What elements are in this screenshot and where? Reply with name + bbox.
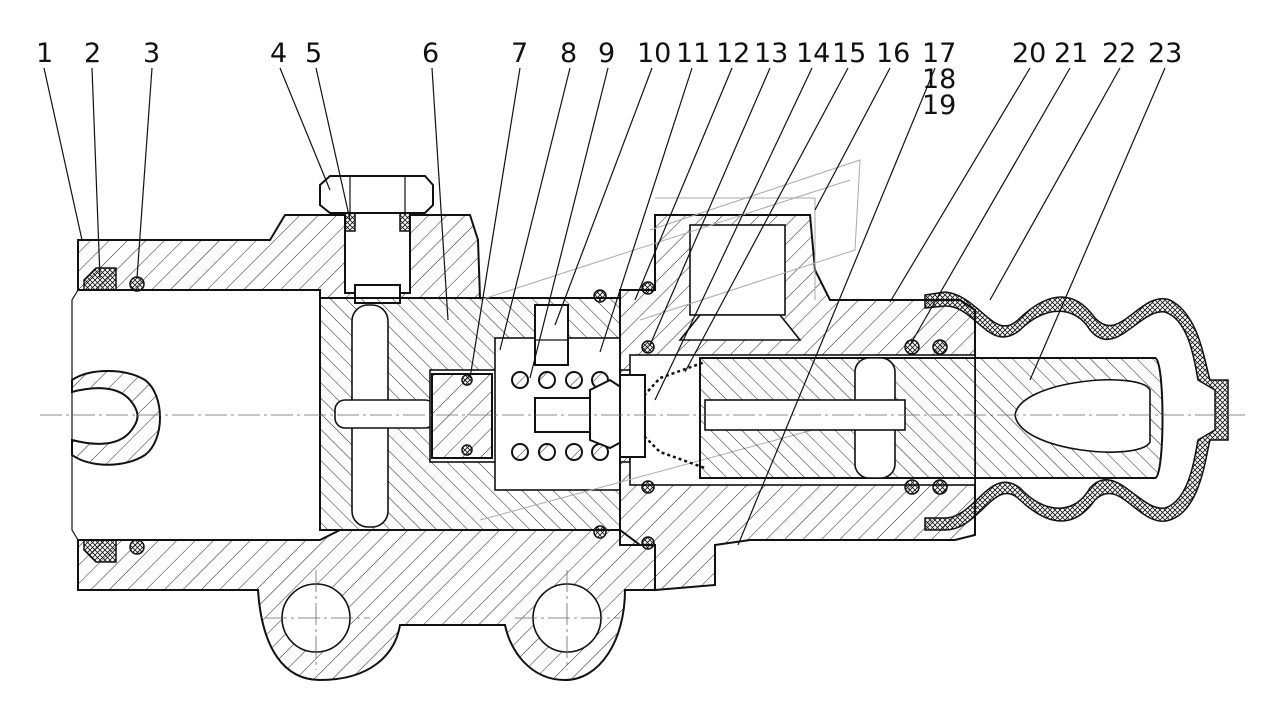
callout-18: 18: [922, 64, 956, 95]
seal-2-upper: [83, 267, 117, 291]
boot-body: [924, 291, 1229, 531]
callout-17: 17: [922, 38, 956, 69]
callout-3: 3: [143, 38, 160, 69]
front-plug: [71, 370, 161, 466]
callout-12: 12: [716, 38, 750, 69]
callout-4: 4: [270, 38, 287, 69]
callout-15: 15: [832, 38, 866, 69]
callout-13: 13: [754, 38, 788, 69]
valve-spring-13: [639, 360, 706, 470]
bore-opening: [71, 289, 79, 541]
callout-6: 6: [422, 38, 439, 69]
callout-20: 20: [1012, 38, 1046, 69]
oring-3-lower: [129, 539, 145, 555]
callout-10: 10: [637, 38, 671, 69]
callout-leaders: [43, 67, 1166, 546]
callout-8: 8: [560, 38, 577, 69]
oring-20-lower: [904, 479, 920, 495]
callout-7: 7: [511, 38, 528, 69]
pushrod-piston: [619, 357, 1164, 479]
housing-lower-wall: [77, 529, 656, 682]
rear-piston: [699, 357, 1164, 479]
plunger-7: [431, 373, 493, 459]
bolt-shank: [344, 212, 411, 294]
seal-2-lower: [83, 539, 117, 563]
oring-21-upper: [932, 339, 948, 355]
oring-21-lower: [932, 479, 948, 495]
washer-5-right: [399, 212, 411, 232]
callout-11: 11: [676, 38, 710, 69]
pushrod-socket: [1014, 379, 1151, 453]
pin-9: [534, 304, 569, 366]
callout-14: 14: [796, 38, 830, 69]
callout-19: 19: [922, 90, 956, 121]
washer-5-left: [344, 212, 356, 232]
callout-9: 9: [598, 38, 615, 69]
callout-1: 1: [36, 38, 53, 69]
callout-16: 16: [876, 38, 910, 69]
reservoir-port: [689, 224, 786, 316]
callout-numbers: 1 2 3 4 5 6 7 8 9 10 11 12 13 14 15 16 1…: [36, 38, 1182, 121]
primary-piston: [319, 289, 641, 539]
oring-3-upper: [129, 276, 145, 292]
callout-21: 21: [1054, 38, 1088, 69]
bolt-head: [319, 175, 434, 214]
callout-5: 5: [305, 38, 322, 69]
callout-23: 23: [1148, 38, 1182, 69]
callout-22: 22: [1102, 38, 1136, 69]
oring-20-upper: [904, 339, 920, 355]
rubber-boot: [924, 291, 1229, 531]
callout-2: 2: [84, 38, 101, 69]
